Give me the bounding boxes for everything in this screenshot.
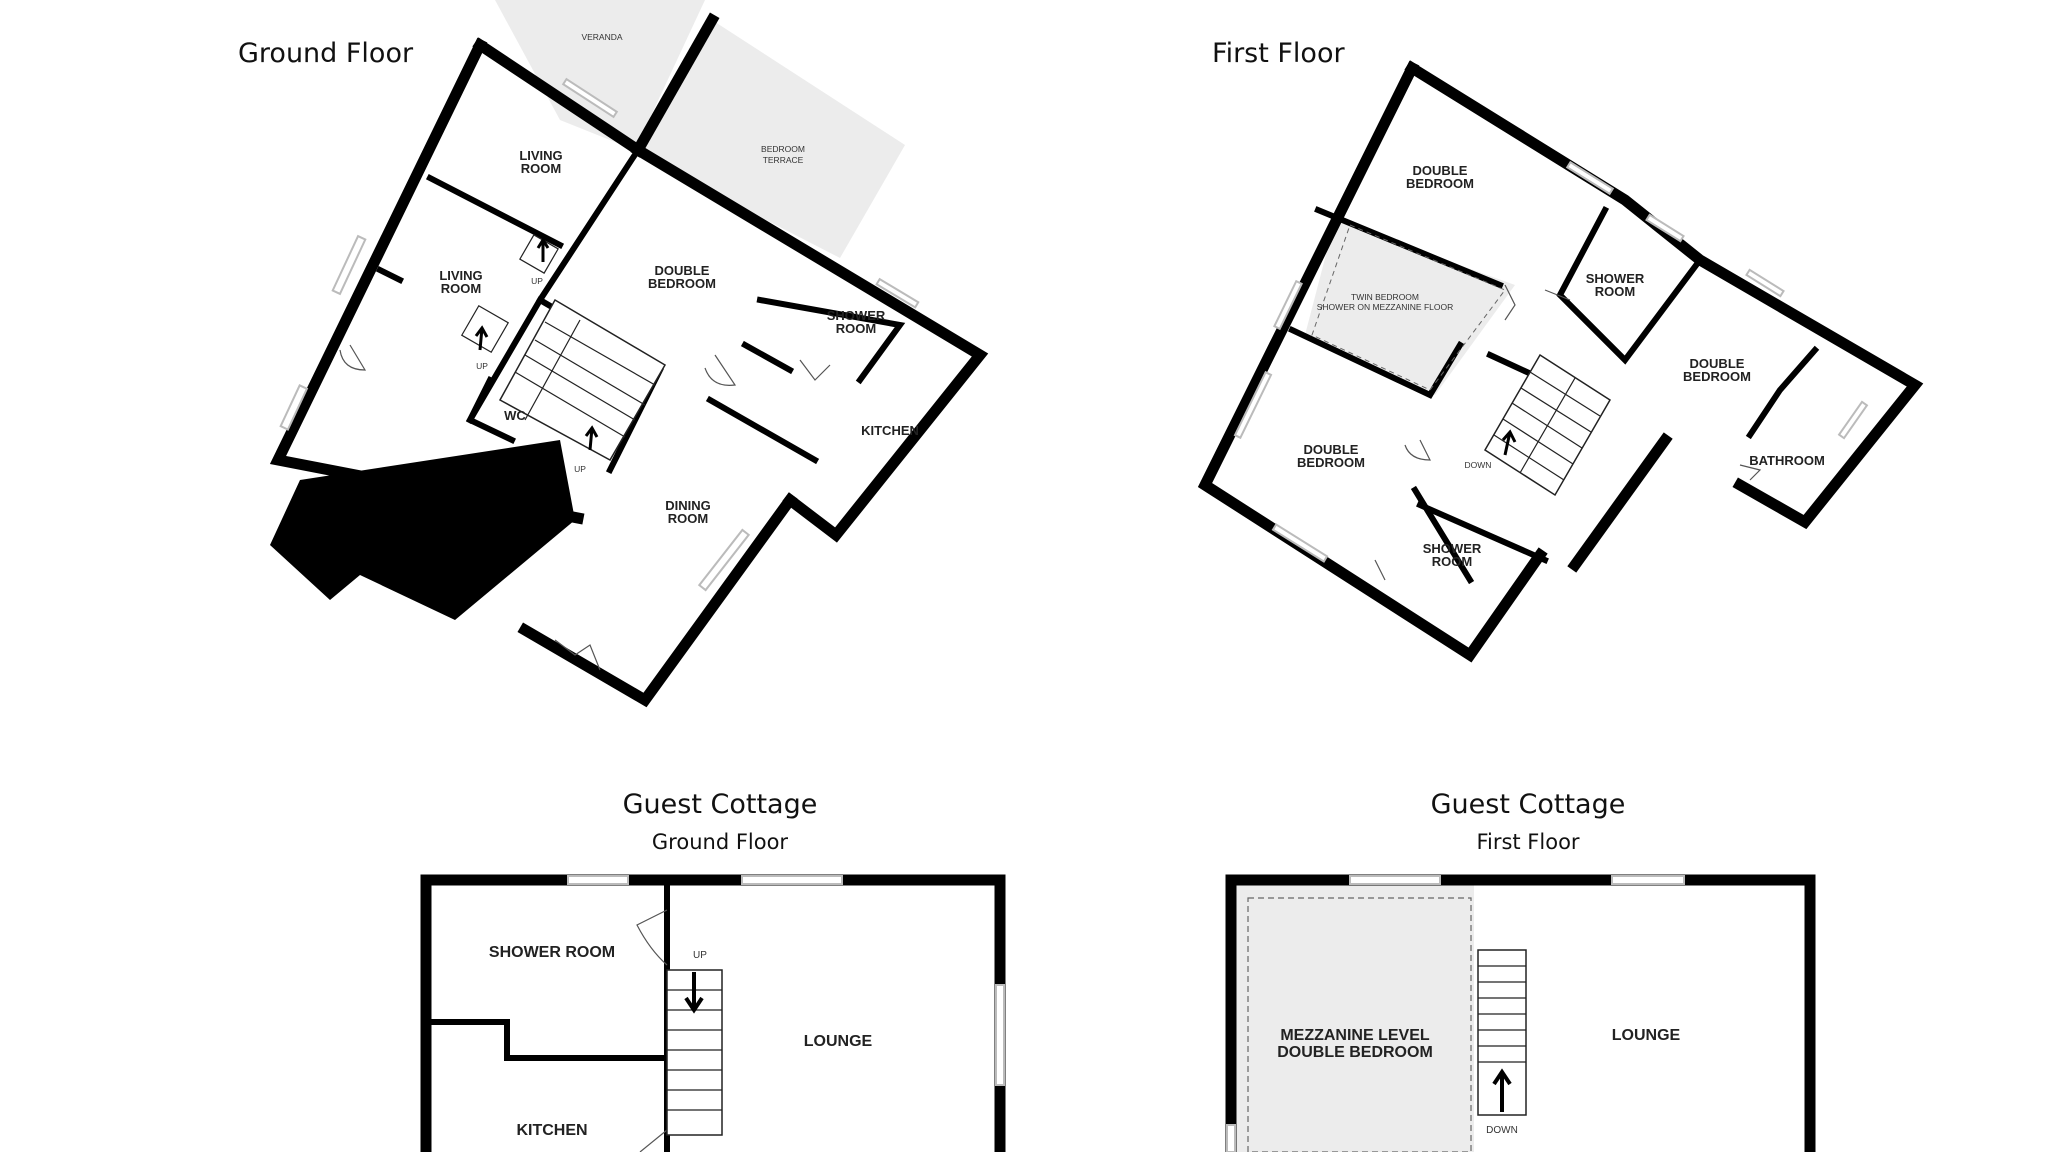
wc-label: WC — [504, 408, 526, 423]
window — [1611, 875, 1685, 885]
mezzanine-outline — [1247, 897, 1472, 1152]
dining-room-label: DINING — [665, 498, 711, 513]
down-label: DOWN — [1486, 1125, 1518, 1136]
bedroom-terrace-area — [640, 20, 905, 258]
up-label: UP — [531, 276, 543, 286]
bathroom-label: BATHROOM — [1749, 453, 1825, 468]
window — [1226, 1124, 1236, 1152]
window — [567, 875, 629, 885]
mezzanine-note-label: SHOWER ON MEZZANINE FLOOR — [1317, 302, 1453, 312]
double-bedroom-label: BEDROOM — [1683, 369, 1751, 384]
mezzanine-outline — [1311, 224, 1506, 391]
door-arc — [704, 354, 737, 386]
up-arrow-icon — [536, 237, 550, 262]
door-arc — [1374, 559, 1386, 581]
down-arrow-icon — [684, 972, 704, 1014]
window — [279, 384, 309, 431]
staircase — [498, 298, 667, 462]
door-arc — [1504, 284, 1516, 321]
window — [1745, 268, 1785, 298]
shower-room-label: ROOM — [1595, 284, 1635, 299]
shower-room-label: SHOWER ROOM — [489, 944, 615, 961]
mezzanine-label: DOUBLE BEDROOM — [1277, 1044, 1433, 1061]
window — [1349, 875, 1441, 885]
up-arrow-icon — [584, 425, 599, 451]
window — [875, 277, 920, 309]
up-arrow-icon — [1501, 429, 1517, 456]
bedroom-terrace-label: TERRACE — [763, 155, 804, 165]
cottage-first-floor-plan: Guest Cottage First Floor MEZZANINE LEVE… — [1225, 789, 1816, 1152]
window — [331, 234, 367, 296]
kitchen-label: KITCHEN — [861, 423, 919, 438]
veranda-area — [495, 0, 705, 150]
cottage-ground-title: Guest Cottage — [623, 789, 818, 820]
staircase — [1483, 353, 1612, 497]
living-room-label: ROOM — [441, 281, 481, 296]
dining-room-label: ROOM — [668, 511, 708, 526]
solid-block — [270, 440, 575, 620]
door-arc — [1739, 464, 1762, 481]
door-arc — [1544, 289, 1571, 301]
double-bedroom-label: DOUBLE — [655, 263, 710, 278]
shower-room-label: SHOWER — [1423, 541, 1482, 556]
double-bedroom-label: DOUBLE — [1690, 356, 1745, 371]
door-arc — [339, 344, 367, 371]
window — [1645, 213, 1685, 243]
ground-floor-plan: Ground Floor — [238, 0, 989, 708]
double-bedroom-label: BEDROOM — [1406, 176, 1474, 191]
double-bedroom-label: BEDROOM — [1297, 455, 1365, 470]
window — [697, 528, 751, 592]
door-arc — [1404, 439, 1431, 461]
shower-room-label: SHOWER — [827, 308, 886, 323]
up-label: UP — [693, 950, 707, 961]
cottage-first-title: Guest Cottage — [1431, 789, 1626, 820]
twin-bedroom-label: TWIN BEDROOM — [1351, 292, 1419, 302]
up-arrow-icon — [474, 325, 489, 351]
first-floor-title: First Floor — [1212, 38, 1345, 69]
stair-landing — [460, 304, 510, 354]
ground-floor-title: Ground Floor — [238, 38, 414, 69]
mezzanine-area — [1305, 220, 1515, 395]
window — [1565, 160, 1615, 196]
down-label: DOWN — [1465, 460, 1492, 470]
window — [1233, 370, 1273, 440]
veranda-label: VERANDA — [581, 32, 622, 42]
cottage-first-subtitle: First Floor — [1476, 830, 1579, 854]
kitchen-label: KITCHEN — [516, 1122, 587, 1139]
window — [741, 875, 843, 885]
living-room-top-label: ROOM — [521, 161, 561, 176]
door-arc — [636, 909, 668, 966]
window — [561, 77, 619, 119]
cottage-ground-subtitle: Ground Floor — [652, 830, 789, 854]
shower-room-label: ROOM — [836, 321, 876, 336]
stair-landing — [519, 234, 559, 274]
door-arc — [554, 639, 601, 671]
bedroom-terrace-label: BEDROOM — [761, 144, 805, 154]
first-floor-plan: First Floor — [1197, 38, 1924, 663]
window — [1271, 523, 1329, 563]
lounge-label: LOUNGE — [804, 1033, 873, 1050]
lounge-label: LOUNGE — [1612, 1027, 1681, 1044]
mezzanine-label: MEZZANINE LEVEL — [1280, 1027, 1430, 1044]
mezzanine-area — [1236, 885, 1474, 1152]
up-label: UP — [476, 361, 488, 371]
double-bedroom-label: BEDROOM — [648, 276, 716, 291]
double-bedroom-label: DOUBLE — [1304, 442, 1359, 457]
window — [995, 984, 1005, 1086]
double-bedroom-label: DOUBLE — [1413, 163, 1468, 178]
window — [1273, 279, 1303, 331]
door-arc — [639, 1129, 668, 1152]
door-arc — [799, 359, 831, 381]
shower-room-label: ROOM — [1432, 554, 1472, 569]
cottage-ground-floor-plan: Guest Cottage Ground Floor SHOWER ROOM K… — [420, 789, 1006, 1152]
window — [1837, 400, 1869, 440]
up-label: UP — [574, 464, 586, 474]
living-room-label: LIVING — [439, 268, 482, 283]
up-arrow-icon — [1492, 1068, 1512, 1112]
shower-room-label: SHOWER — [1586, 271, 1645, 286]
living-room-top-label: LIVING — [519, 148, 562, 163]
